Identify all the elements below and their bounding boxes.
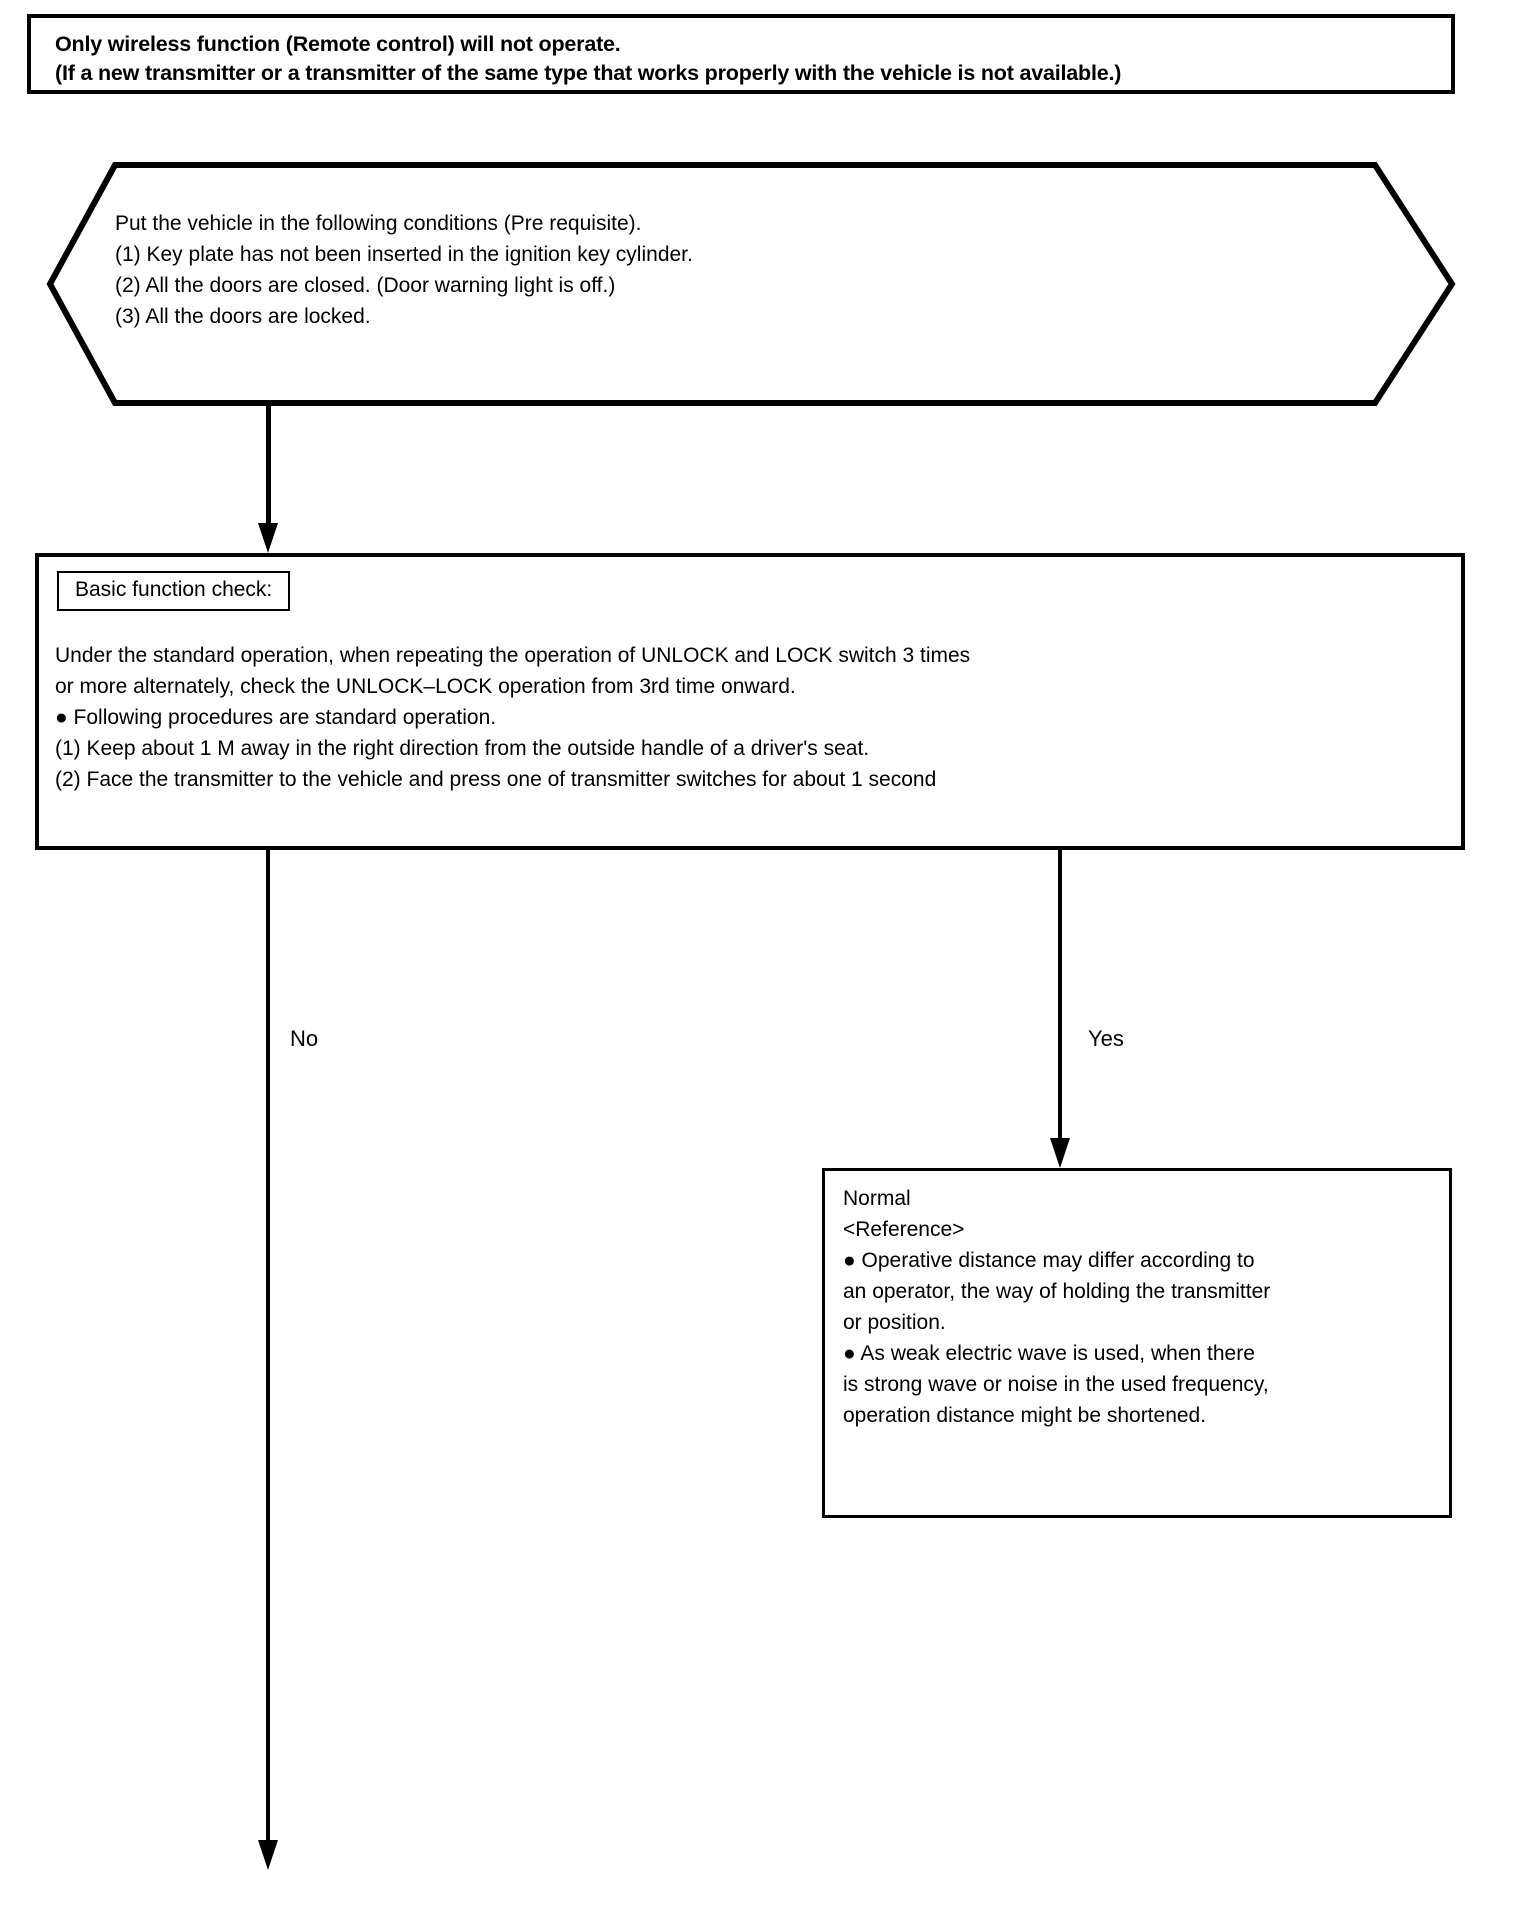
basic-function-check-lines: Under the standard operation, when repea… [55,640,1451,795]
pre-requisite-lines: Put the vehicle in the following conditi… [115,208,1315,332]
arrow-head-icon [258,1840,278,1870]
check-line-5: (2) Face the transmitter to the vehicle … [55,768,937,791]
hex-line-3: (2) All the doors are closed. (Door warn… [115,274,616,297]
arrow-head-icon [1050,1138,1070,1168]
basic-function-check-box: Basic function check: Under the standard… [35,553,1465,850]
normal-line-8: operation distance might be shortened. [843,1404,1207,1427]
hex-line-2: (1) Key plate has not been inserted in t… [115,243,693,266]
check-line-4: (1) Keep about 1 M away in the right dir… [55,737,870,760]
normal-line-4: an operator, the way of holding the tran… [843,1280,1271,1303]
normal-result-lines: Normal <Reference> ● Operative distance … [843,1183,1441,1431]
hex-line-1: Put the vehicle in the following conditi… [115,212,642,235]
normal-line-1: Normal [843,1187,911,1210]
branch-label-yes: Yes [1088,1026,1124,1051]
check-line-2: or more alternately, check the UNLOCK–LO… [55,675,796,698]
basic-function-check-label: Basic function check: [57,571,291,611]
check-line-3: ● Following procedures are standard oper… [55,706,497,729]
normal-line-5: or position. [843,1311,946,1334]
problem-statement-lines: Only wireless function (Remote control) … [55,30,1443,88]
problem-statement-box: Only wireless function (Remote control) … [27,14,1455,94]
arrow-no-branch-bottom [258,1840,278,1872]
normal-result-box: Normal <Reference> ● Operative distance … [822,1168,1452,1518]
normal-line-6: ● As weak electric wave is used, when th… [843,1342,1255,1365]
problem-line-2: (If a new transmitter or a transmitter o… [55,61,1122,85]
arrow-head-icon [258,523,278,553]
normal-line-7: is strong wave or noise in the used freq… [843,1373,1269,1396]
arrow-shaft [1058,850,1062,1142]
hexagon-shape [46,162,1456,406]
hex-line-4: (3) All the doors are locked. [115,305,371,328]
arrow-shaft [266,400,271,525]
branch-label-no: No [290,1026,319,1051]
arrow-hexagon-to-basic-check [258,400,278,553]
normal-line-3: ● Operative distance may differ accordin… [843,1249,1255,1272]
problem-line-1: Only wireless function (Remote control) … [55,32,621,56]
arrow-yes-branch [1050,850,1070,1168]
no-branch-line [266,850,270,1850]
check-line-1: Under the standard operation, when repea… [55,644,971,667]
normal-line-2: <Reference> [843,1218,965,1241]
pre-requisite-hexagon: Put the vehicle in the following conditi… [45,160,1457,408]
